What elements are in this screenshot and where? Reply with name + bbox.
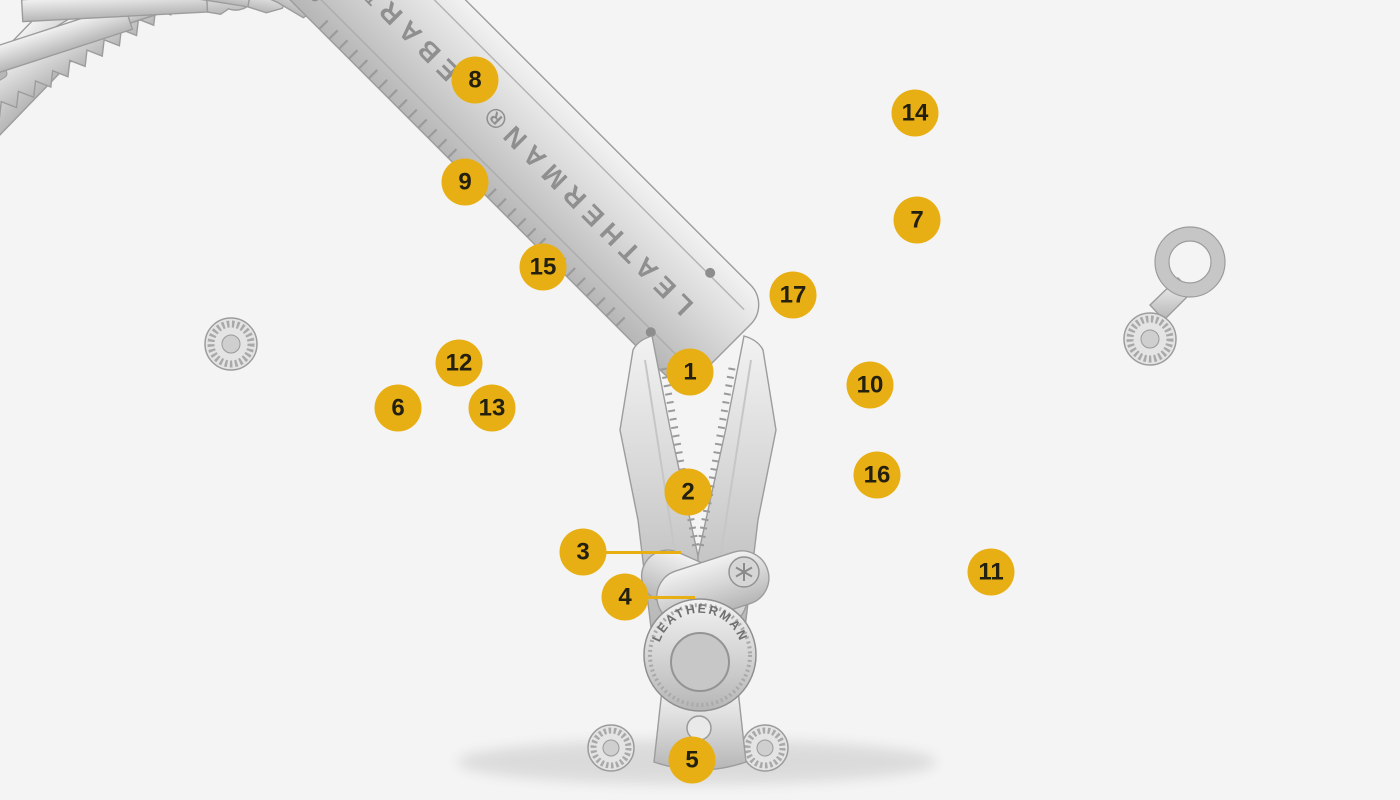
- right-bottom-screw: [741, 724, 789, 772]
- callout-17[interactable]: 17: [769, 271, 817, 319]
- callout-leader-4: [642, 595, 695, 599]
- callout-5[interactable]: 5: [668, 736, 716, 784]
- pivot-medallion: LEATHERMAN: [643, 598, 757, 712]
- callout-8[interactable]: 8: [451, 56, 499, 104]
- callout-13[interactable]: 13: [468, 384, 516, 432]
- left-pivot-screw: [204, 317, 258, 371]
- callout-1[interactable]: 1: [666, 348, 714, 396]
- lanyard-ring: [1149, 226, 1226, 322]
- callout-2[interactable]: 2: [664, 468, 712, 516]
- callout-15[interactable]: 15: [519, 243, 567, 291]
- right-pivot-screw: [1123, 312, 1177, 366]
- callout-14[interactable]: 14: [891, 89, 939, 137]
- medallion-hole: [670, 632, 730, 692]
- callout-4[interactable]: 4: [601, 573, 649, 621]
- callout-6[interactable]: 6: [374, 384, 422, 432]
- callout-leader-3: [600, 550, 681, 554]
- callout-11[interactable]: 11: [967, 548, 1015, 596]
- callout-12[interactable]: 12: [435, 339, 483, 387]
- callout-9[interactable]: 9: [441, 158, 489, 206]
- left-bottom-screw: [587, 724, 635, 772]
- pliers: LEATHERMAN: [619, 335, 777, 771]
- callout-3[interactable]: 3: [559, 528, 607, 576]
- callout-16[interactable]: 16: [853, 451, 901, 499]
- torx-screw: [728, 556, 760, 588]
- callout-7[interactable]: 7: [893, 196, 941, 244]
- callout-10[interactable]: 10: [846, 361, 894, 409]
